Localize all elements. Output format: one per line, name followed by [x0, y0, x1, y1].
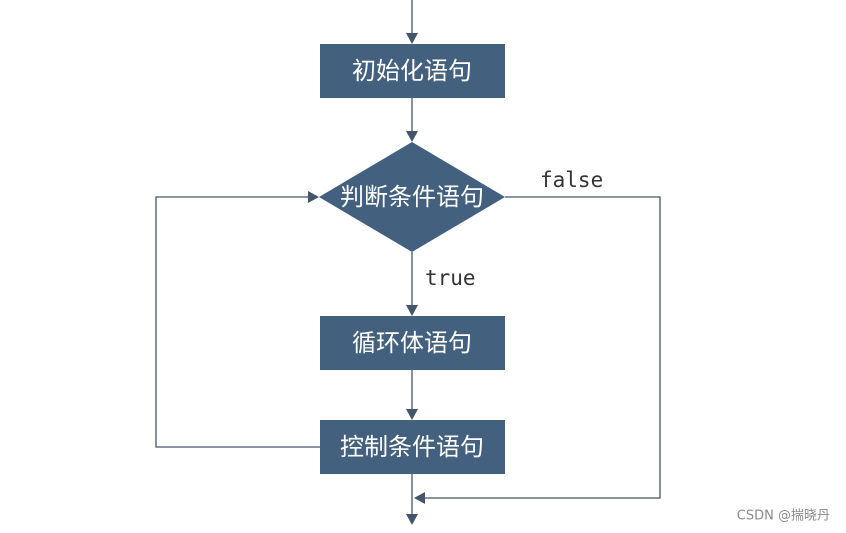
body-to-control-arrowhead — [406, 409, 418, 420]
body-node — [320, 316, 505, 370]
loop-back-arrowhead — [308, 191, 319, 203]
control-node-label: 控制条件语句 — [340, 433, 484, 461]
csdn-watermark: CSDN @揣晓丹 — [737, 509, 830, 524]
init-to-condition-arrowhead — [406, 131, 418, 142]
control-node — [320, 420, 505, 474]
loop-back-connector — [155, 196, 320, 448]
condition-node — [319, 142, 505, 252]
true-branch-label: true — [425, 266, 476, 290]
body-node-label: 循环体语句 — [352, 329, 472, 357]
false-branch-arrowhead — [414, 492, 425, 504]
false-branch-label: false — [540, 168, 603, 192]
exit-arrowhead — [406, 514, 418, 525]
condition-node-label: 判断条件语句 — [340, 183, 484, 211]
init-node — [320, 44, 505, 98]
entry-arrowhead — [406, 33, 418, 44]
init-node-label: 初始化语句 — [352, 57, 472, 85]
true-branch-arrowhead — [406, 305, 418, 316]
false-branch-connector — [422, 196, 661, 499]
